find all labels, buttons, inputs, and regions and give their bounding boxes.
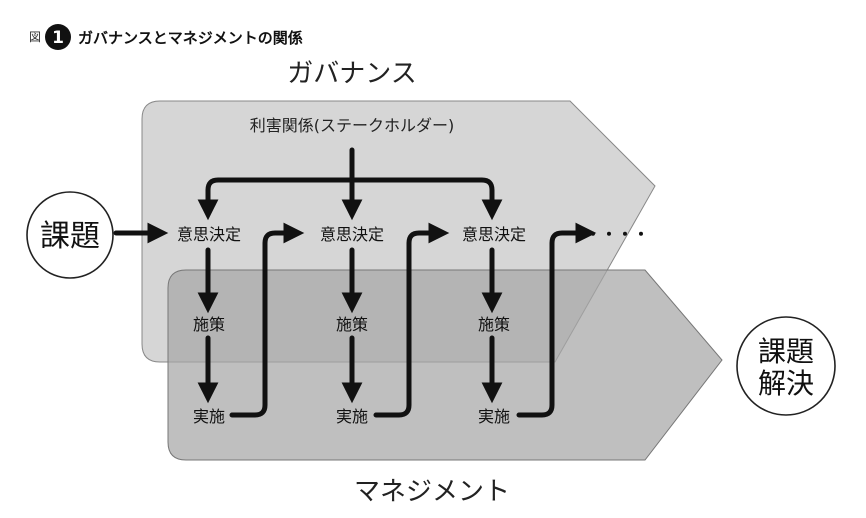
decision-label: 意思決定	[320, 225, 384, 244]
feedback-arrow-1	[229, 222, 305, 418]
management-label: マネジメント	[354, 477, 510, 507]
figure-number: 1	[52, 28, 64, 48]
figure-title: ガバナンスとマネジメントの関係	[78, 29, 303, 47]
measure-label: 施策	[336, 315, 368, 334]
execution-label: 実施	[478, 407, 510, 426]
measure-label: 施策	[478, 315, 510, 334]
stage-3: 意思決定 施策 実施	[462, 225, 526, 426]
execution-label: 実施	[336, 407, 368, 426]
output-node: 課題 解決	[736, 316, 836, 416]
feedback-arrow-3	[516, 222, 597, 418]
stakeholders-label: 利害関係(ステークホルダー)	[250, 116, 455, 135]
governance-label: ガバナンス	[287, 59, 416, 89]
feedback-arrow-2	[373, 222, 450, 418]
decision-label: 意思決定	[462, 225, 526, 244]
figure-number-badge	[45, 24, 71, 50]
stage-1: 意思決定 施策 実施	[177, 225, 241, 426]
decision-label: 意思決定	[177, 225, 241, 244]
figure-caption: 図 1 ガバナンスとマネジメントの関係	[29, 24, 303, 50]
stakeholder-arrow-right	[349, 177, 503, 221]
flow-arrows	[113, 147, 597, 418]
input-label: 課題	[40, 219, 100, 254]
output-label-line2: 解決	[758, 367, 814, 400]
figure-label: 図	[29, 30, 41, 44]
management-area	[167, 269, 723, 461]
stage-2: 意思決定 施策 実施	[320, 225, 384, 426]
output-label-line1: 課題	[758, 335, 814, 368]
continuation-dots: ・・・・	[585, 225, 649, 244]
input-node: 課題	[26, 191, 114, 279]
stakeholder-arrow-left	[197, 177, 355, 221]
measure-label: 施策	[193, 315, 225, 334]
execution-label: 実施	[193, 407, 225, 426]
